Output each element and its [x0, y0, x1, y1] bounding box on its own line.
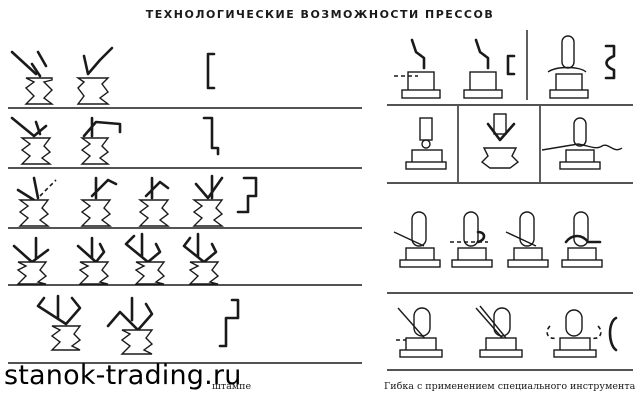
- die-1-2: [75, 46, 114, 105]
- die-1-1: [10, 50, 55, 105]
- watermark-text: stanok-trading.ru: [4, 360, 242, 391]
- tool-r3-4: [561, 211, 603, 268]
- die-2-2: [79, 116, 122, 165]
- tool-r1-3: [547, 35, 616, 99]
- profile-5: [218, 298, 240, 348]
- die-5-1: [36, 294, 82, 351]
- caption-left: штампе: [212, 381, 252, 392]
- tool-r4-2: [475, 305, 523, 358]
- profile-1: [206, 52, 216, 90]
- tool-r1-1: [394, 38, 441, 99]
- die-3-2: [79, 176, 118, 227]
- tool-r1-2: [463, 38, 516, 99]
- die-4-3: [124, 232, 166, 285]
- die-4-4: [182, 232, 220, 285]
- tool-r3-2: [450, 211, 493, 268]
- die-3-4: [191, 174, 225, 227]
- tool-r2-1: [405, 117, 447, 170]
- die-4-1: [12, 236, 50, 285]
- tool-r3-3: [505, 211, 549, 268]
- tool-r3-1: [393, 211, 441, 268]
- tool-r2-3: [541, 117, 623, 170]
- die-5-2: [106, 296, 154, 355]
- profile-3: [236, 176, 258, 214]
- profile-2: [202, 116, 220, 156]
- tool-r2-2: [480, 113, 520, 169]
- die-3-1: [16, 176, 57, 227]
- die-2-1: [10, 116, 53, 165]
- tool-r4-3: [546, 309, 618, 358]
- tool-r4-1: [396, 307, 443, 358]
- die-3-3: [137, 176, 171, 227]
- caption-right: Гибка с применением специального инструм…: [384, 381, 636, 392]
- page-title: ТЕХНОЛОГИЧЕСКИЕ ВОЗМОЖНОСТИ ПРЕССОВ: [145, 8, 495, 21]
- die-4-2: [76, 236, 110, 285]
